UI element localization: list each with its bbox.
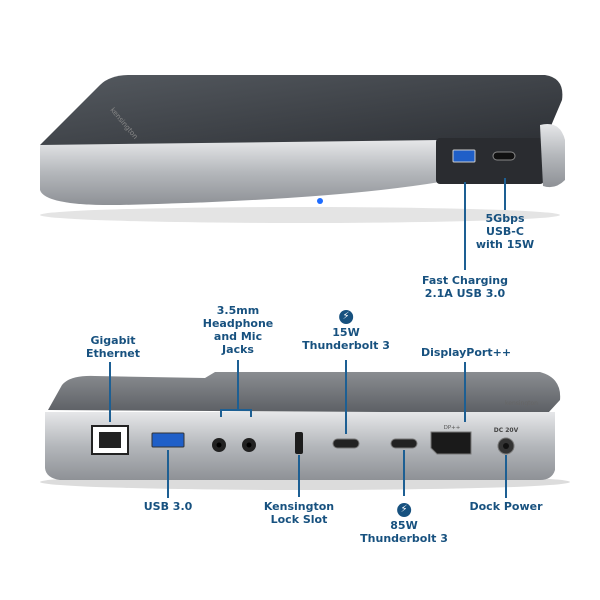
- callout-line: [403, 450, 405, 496]
- callout-line: [464, 362, 466, 422]
- callout-line: [250, 409, 252, 417]
- status-led: [317, 198, 323, 204]
- callout-line: [505, 455, 507, 498]
- dock-rear-top: [48, 372, 561, 413]
- svg-text:DP++: DP++: [444, 425, 461, 431]
- dock-rear-view: kensington DP++ DC 20V: [40, 372, 570, 490]
- callout-line: [109, 362, 111, 422]
- thunderbolt-15w-port: [332, 438, 360, 449]
- callout-line: [220, 409, 222, 417]
- callout-bracket: [220, 409, 252, 411]
- callout-line: [237, 360, 239, 410]
- usb-c-port: [492, 151, 516, 161]
- usb3-port: [151, 432, 185, 448]
- callout-line: [298, 455, 300, 497]
- callout-line: [504, 178, 506, 210]
- usb-a-port: [452, 149, 476, 163]
- port-panel: [436, 138, 544, 184]
- displayport-port: [430, 431, 472, 455]
- dock-top-surface: [40, 75, 563, 150]
- label-displayport: DisplayPort++: [420, 346, 512, 359]
- thunderbolt-icon: ⚡: [338, 310, 353, 324]
- thunderbolt-85w-port: [390, 438, 418, 449]
- callout-line: [464, 182, 466, 270]
- dock-front-panel: [40, 140, 440, 206]
- dock-top-view: kensington: [40, 75, 565, 223]
- callout-line: [345, 360, 347, 434]
- label-usb3: USB 3.0: [143, 500, 193, 513]
- svg-text:DC 20V: DC 20V: [494, 427, 519, 434]
- label-dock-power: Dock Power: [469, 500, 543, 513]
- ethernet-port: [91, 425, 129, 455]
- thunderbolt-icon: ⚡: [396, 503, 411, 517]
- svg-text:kensington: kensington: [505, 400, 538, 407]
- lock-slot: [295, 432, 303, 454]
- callout-line: [167, 450, 169, 498]
